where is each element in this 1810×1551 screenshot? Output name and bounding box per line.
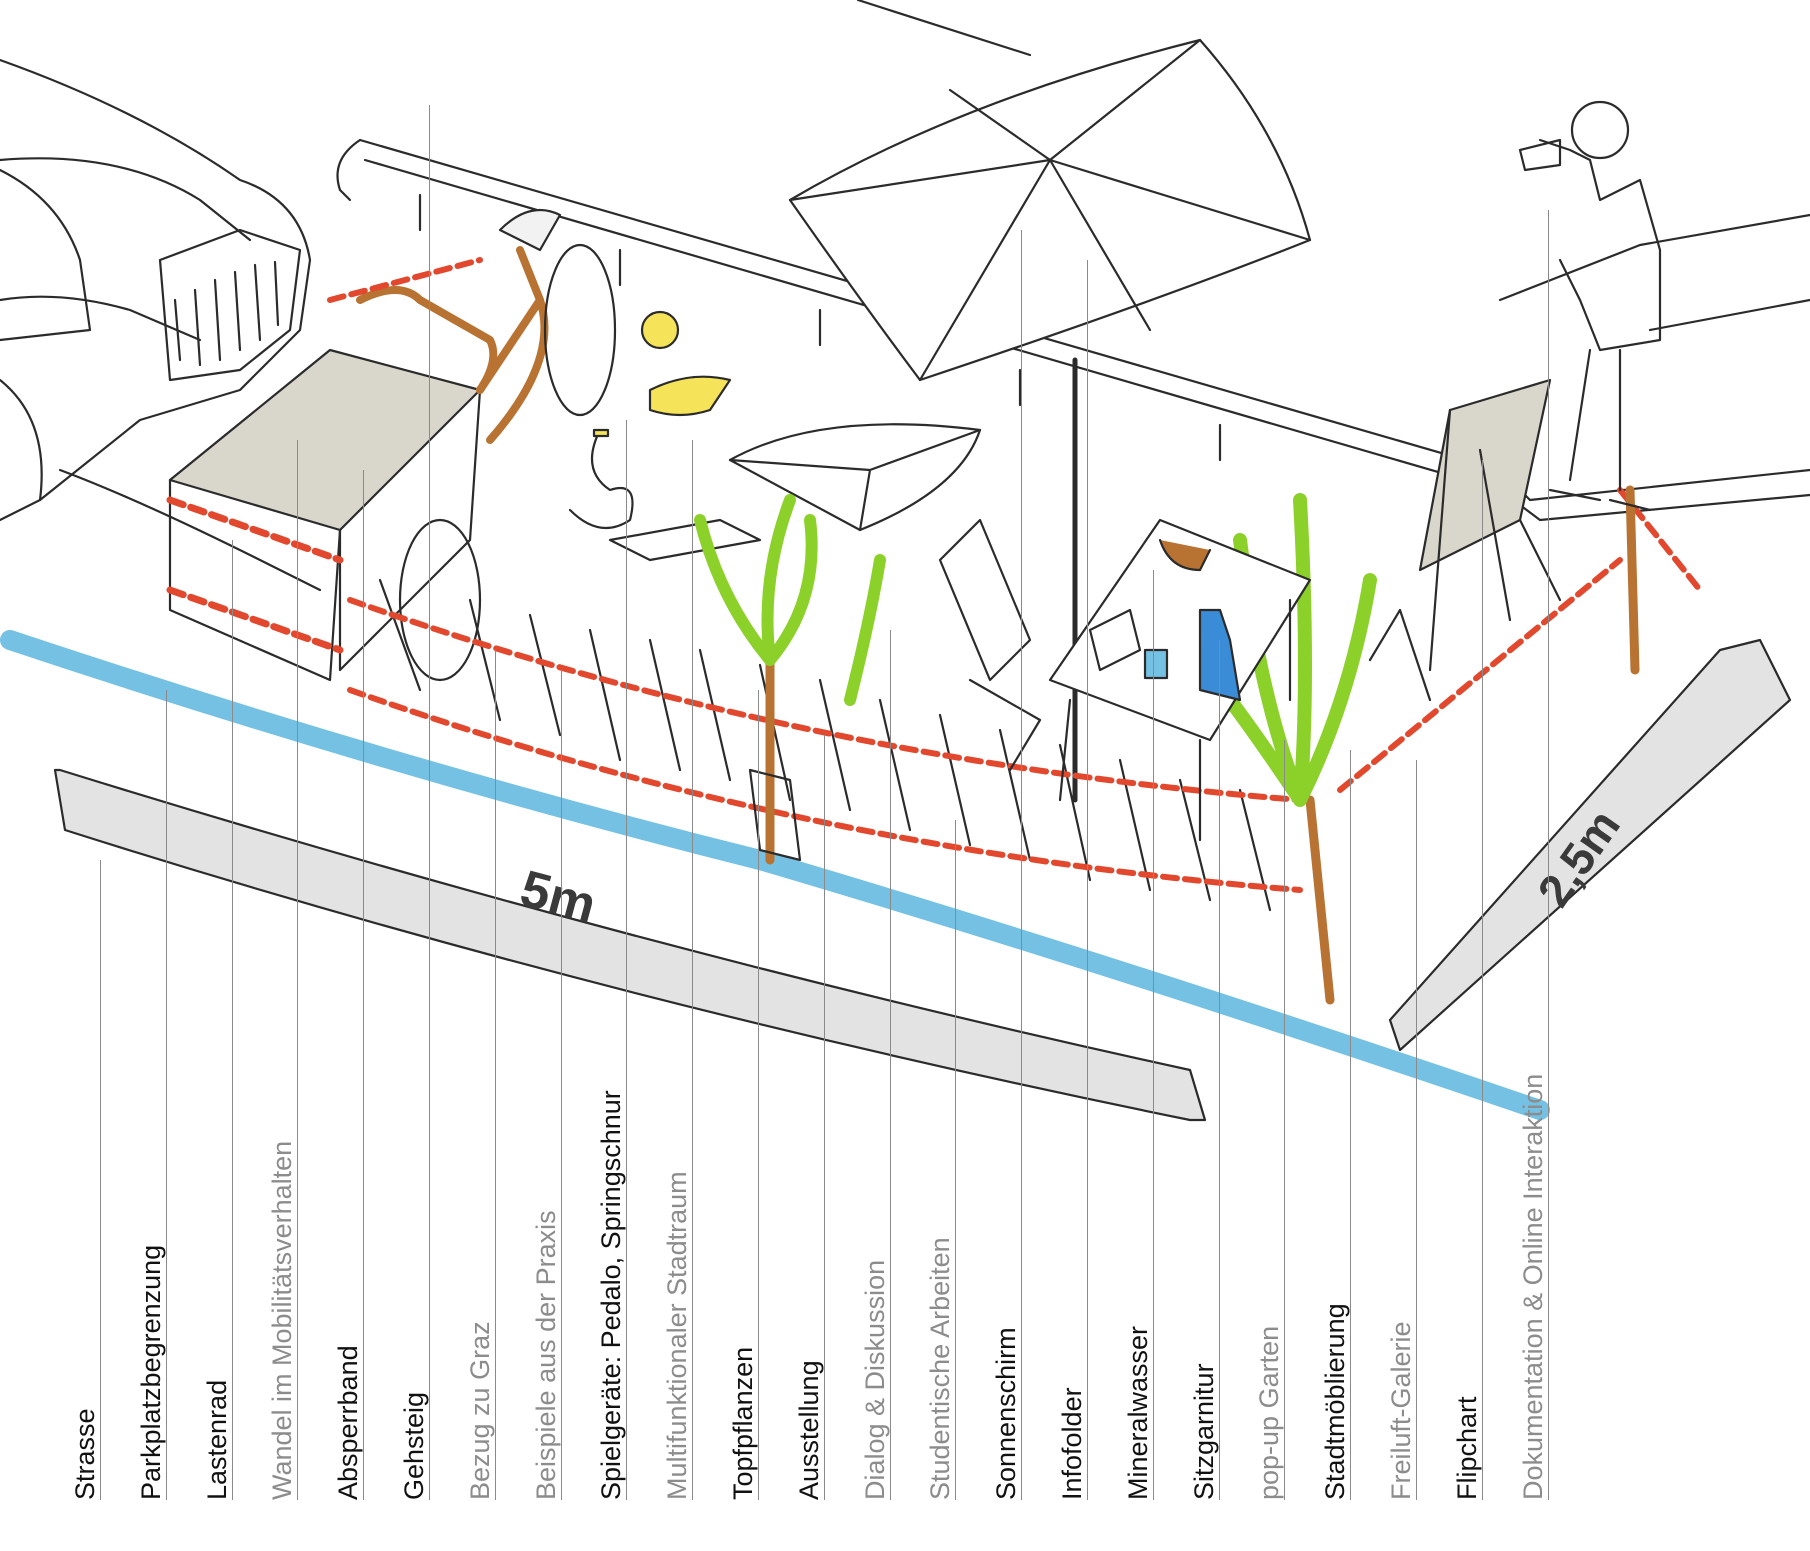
dimension-5m-bar: [53, 768, 1207, 1122]
play-equipment: [568, 310, 732, 530]
potted-plants: [694, 493, 1377, 862]
caution-tape-top: [327, 257, 483, 303]
dimension-2-5m-bar: [1388, 638, 1792, 1052]
person-filming: [1518, 100, 1662, 512]
curb-edge-blue: [0, 630, 1550, 1120]
umbrella-small: [608, 423, 982, 562]
cargo-bike: [166, 208, 617, 682]
flipchart-easel: [1418, 378, 1562, 672]
fence: [347, 485, 1703, 1005]
seating-set: [938, 518, 1432, 842]
umbrella-large: [788, 38, 1312, 803]
parked-car: [0, 58, 322, 592]
